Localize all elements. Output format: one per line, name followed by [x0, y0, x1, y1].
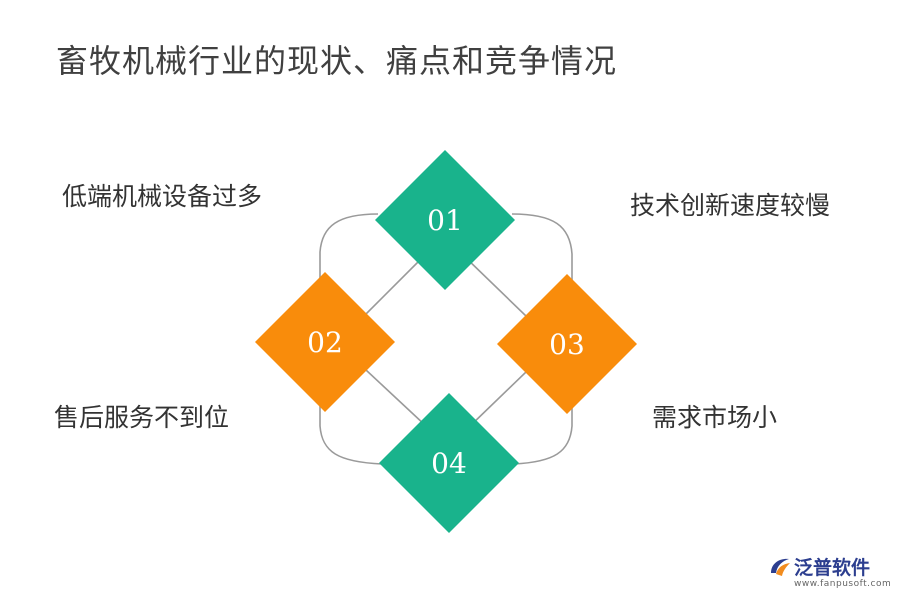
node-04: 04 [379, 393, 519, 533]
connectors [319, 213, 573, 465]
label-top-left: 低端机械设备过多 [62, 182, 263, 211]
connector-outer-top-right [511, 213, 573, 292]
connector-inner-03-04 [467, 371, 527, 429]
label-top-right: 技术创新速度较慢 [630, 191, 831, 220]
page-title: 畜牧机械行业的现状、痛点和竞争情况 [56, 42, 618, 80]
node-03-diamond [497, 274, 637, 414]
logo-url: www.fanpusoft.com [794, 579, 892, 589]
node-03-number: 03 [549, 328, 585, 361]
node-01-number: 01 [427, 204, 463, 237]
node-02-diamond [255, 272, 395, 412]
connector-outer-top-left [319, 213, 379, 290]
node-01: 01 [375, 150, 515, 290]
connector-outer-bottom-right [513, 394, 573, 465]
node-04-number: 04 [431, 447, 467, 480]
connector-inner-01-02 [365, 255, 425, 315]
label-bottom-left: 售后服务不到位 [54, 403, 230, 432]
brand-logo: 泛普软件 www.fanpusoft.com [768, 553, 893, 595]
logo-name: 泛普软件 [794, 557, 871, 579]
connector-outer-bottom-left [319, 392, 383, 465]
connector-inner-02-04 [365, 369, 427, 427]
fanpu-logo-icon [771, 558, 790, 576]
node-01-diamond [375, 150, 515, 290]
node-02: 02 [255, 272, 395, 412]
connector-inner-01-03 [463, 255, 527, 317]
node-03: 03 [497, 274, 637, 414]
node-04-diamond [379, 393, 519, 533]
node-02-number: 02 [307, 326, 343, 359]
label-bottom-right: 需求市场小 [652, 403, 778, 432]
